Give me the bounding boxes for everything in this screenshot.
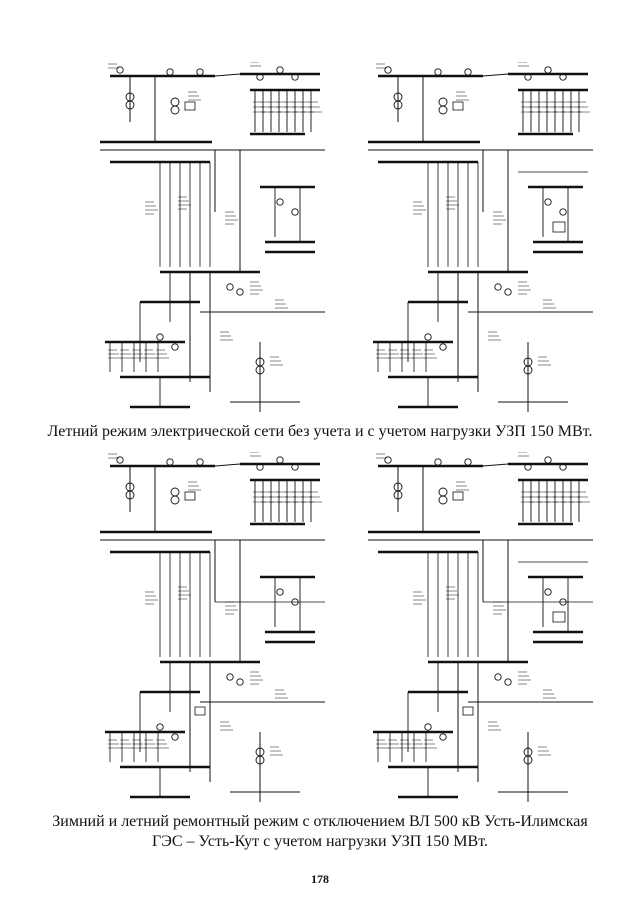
transformer-symbol bbox=[544, 456, 552, 464]
transformer-symbol bbox=[236, 288, 244, 296]
transformer-symbol bbox=[438, 487, 448, 497]
switch-symbol bbox=[552, 611, 566, 623]
transformer-symbol bbox=[255, 755, 265, 765]
transformer-symbol bbox=[276, 198, 284, 206]
line-segment bbox=[214, 463, 241, 467]
transformer-symbol bbox=[116, 456, 124, 464]
transformer-symbol bbox=[544, 66, 552, 74]
transformer-symbol bbox=[196, 68, 204, 76]
transformer-symbol bbox=[438, 97, 448, 107]
transformer-symbol bbox=[544, 588, 552, 596]
caption-repair-mode: Зимний и летний ремонтный режим с отключ… bbox=[52, 813, 588, 850]
transformer-symbol bbox=[291, 463, 299, 471]
schematic-svg bbox=[100, 62, 325, 412]
caption-summer-mode: Летний режим электрической сети без учет… bbox=[47, 423, 593, 440]
transformer-symbol bbox=[524, 73, 532, 81]
transformer-symbol bbox=[438, 105, 448, 115]
switch-symbol bbox=[452, 101, 464, 111]
transformer-symbol bbox=[170, 105, 180, 115]
transformer-symbol bbox=[255, 365, 265, 375]
transformer-symbol bbox=[156, 723, 164, 731]
switch-symbol bbox=[552, 221, 566, 233]
transformer-symbol bbox=[393, 100, 403, 110]
line-segment bbox=[482, 463, 509, 467]
transformer-symbol bbox=[276, 588, 284, 596]
transformer-symbol bbox=[434, 458, 442, 466]
schematic-svg bbox=[100, 452, 325, 802]
transformer-symbol bbox=[226, 283, 234, 291]
transformer-symbol bbox=[171, 343, 179, 351]
transformer-symbol bbox=[494, 283, 502, 291]
network-diagram-winter-repair bbox=[100, 452, 325, 812]
transformer-symbol bbox=[504, 288, 512, 296]
transformer-symbol bbox=[559, 208, 567, 216]
network-diagram-summer-base bbox=[100, 62, 325, 422]
transformer-symbol bbox=[439, 733, 447, 741]
switch-symbol bbox=[184, 101, 196, 111]
switch-symbol bbox=[452, 491, 464, 501]
transformer-symbol bbox=[291, 208, 299, 216]
transformer-symbol bbox=[494, 673, 502, 681]
transformer-symbol bbox=[196, 458, 204, 466]
transformer-symbol bbox=[116, 66, 124, 74]
transformer-symbol bbox=[438, 495, 448, 505]
transformer-symbol bbox=[424, 723, 432, 731]
network-diagram-summer-with-load bbox=[368, 62, 593, 422]
line-segment bbox=[482, 73, 509, 77]
transformer-symbol bbox=[125, 100, 135, 110]
network-diagram-summer-repair bbox=[368, 452, 593, 812]
transformer-symbol bbox=[170, 495, 180, 505]
transformer-symbol bbox=[166, 68, 174, 76]
transformer-symbol bbox=[393, 490, 403, 500]
transformer-symbol bbox=[523, 365, 533, 375]
transformer-symbol bbox=[226, 673, 234, 681]
transformer-symbol bbox=[434, 68, 442, 76]
transformer-symbol bbox=[524, 463, 532, 471]
transformer-symbol bbox=[276, 456, 284, 464]
switch-symbol bbox=[194, 706, 206, 716]
transformer-symbol bbox=[170, 487, 180, 497]
transformer-symbol bbox=[276, 66, 284, 74]
transformer-symbol bbox=[166, 458, 174, 466]
transformer-symbol bbox=[291, 73, 299, 81]
schematic-svg bbox=[368, 62, 593, 412]
switch-symbol bbox=[184, 491, 196, 501]
transformer-symbol bbox=[439, 343, 447, 351]
line-segment bbox=[214, 73, 241, 77]
page-number: 178 bbox=[311, 872, 329, 886]
transformer-symbol bbox=[559, 73, 567, 81]
transformer-symbol bbox=[559, 463, 567, 471]
transformer-symbol bbox=[464, 68, 472, 76]
transformer-symbol bbox=[384, 456, 392, 464]
transformer-symbol bbox=[384, 66, 392, 74]
transformer-symbol bbox=[544, 198, 552, 206]
transformer-symbol bbox=[464, 458, 472, 466]
transformer-symbol bbox=[125, 490, 135, 500]
schematic-svg bbox=[368, 452, 593, 802]
transformer-symbol bbox=[170, 97, 180, 107]
transformer-symbol bbox=[256, 73, 264, 81]
transformer-symbol bbox=[256, 463, 264, 471]
transformer-symbol bbox=[424, 333, 432, 341]
transformer-symbol bbox=[504, 678, 512, 686]
transformer-symbol bbox=[523, 755, 533, 765]
transformer-symbol bbox=[236, 678, 244, 686]
switch-symbol bbox=[462, 706, 474, 716]
transformer-symbol bbox=[156, 333, 164, 341]
transformer-symbol bbox=[171, 733, 179, 741]
